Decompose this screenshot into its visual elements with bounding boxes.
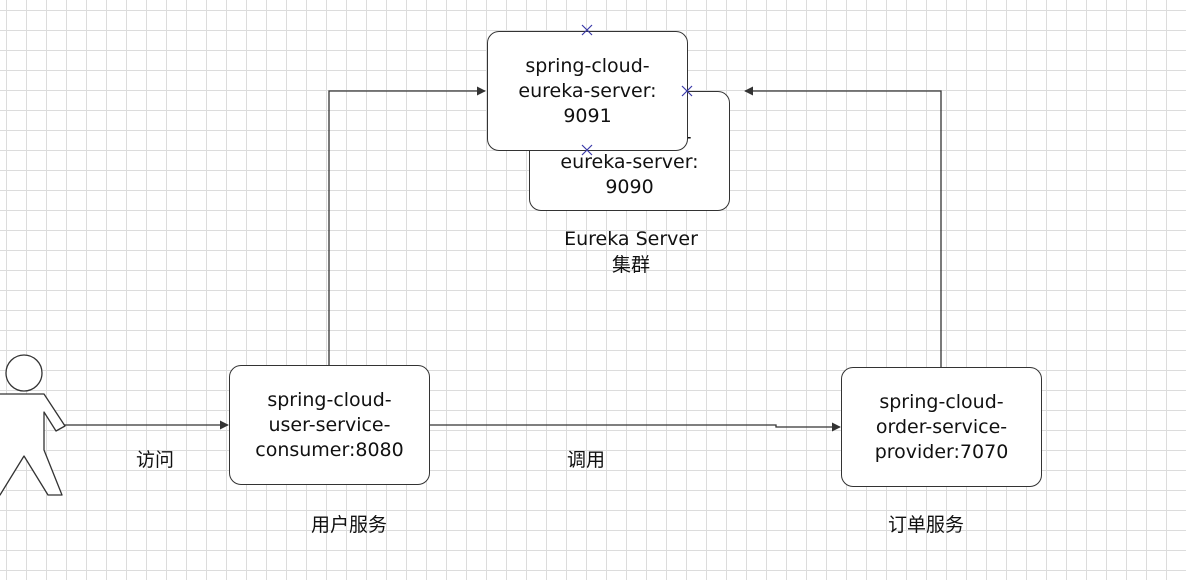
eureka-server-9091-node[interactable]: spring-cloud- eureka-server: 9091 [487, 31, 688, 151]
user-service-caption: 用户服务 [310, 514, 387, 536]
x-mark-icon [581, 24, 593, 36]
user-service-node[interactable]: spring-cloud- user-service- consumer:808… [229, 365, 430, 485]
x-mark-icon [681, 85, 693, 97]
x-mark-icon [581, 144, 593, 156]
edge-invoke[interactable] [430, 422, 841, 432]
edge-order-register[interactable] [744, 86, 942, 367]
edge-user-register[interactable] [328, 86, 486, 365]
access-label: 访问 [135, 449, 174, 471]
eureka-server-9091-text: spring-cloud- eureka-server: 9091 [518, 54, 657, 127]
order-service-text: spring-cloud- order-service- provider:70… [874, 390, 1009, 463]
invoke-label: 调用 [566, 449, 605, 471]
order-service-node[interactable]: spring-cloud- order-service- provider:70… [841, 367, 1042, 487]
actor-user-icon[interactable] [0, 354, 66, 496]
user-service-text: spring-cloud- user-service- consumer:808… [255, 388, 404, 461]
order-service-caption: 订单服务 [887, 514, 964, 536]
cluster-label: Eureka Server 集群 [564, 228, 698, 276]
